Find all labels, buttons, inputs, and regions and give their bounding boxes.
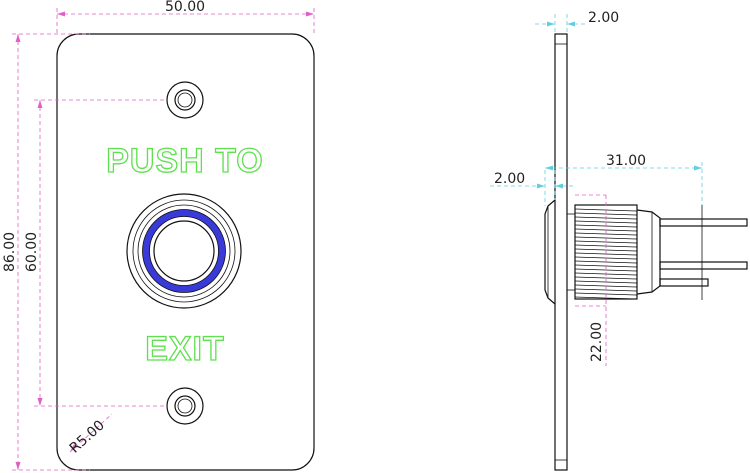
bezel-thickness-label: 2.00: [494, 171, 525, 187]
plate-thickness-label: 2.00: [588, 10, 619, 26]
hole-spacing-label: 60.00: [24, 232, 40, 272]
hole-spacing-dimension: 60.00: [24, 99, 167, 407]
top-mounting-hole: [166, 81, 204, 119]
thread-diameter-label: 22.00: [589, 322, 605, 362]
depth-dimension: 31.00: [545, 153, 703, 205]
button-bezel: [544, 199, 556, 305]
width-dimension: 50.00: [56, 0, 315, 34]
thread-diameter-dimension: 22.00: [575, 194, 607, 366]
radius-label: R5.00: [67, 417, 108, 456]
bottom-mounting-hole: [166, 387, 204, 425]
push-button: [126, 193, 242, 309]
side-plate: [554, 33, 568, 471]
legend-push-to: PUSH TO: [106, 142, 264, 180]
plate-thickness-dimension: 2.00: [535, 10, 619, 34]
height-label: 86.00: [2, 232, 18, 272]
front-view: PUSH TO EXIT 50.00 86.00 60.00: [2, 0, 315, 471]
width-label: 50.00: [165, 0, 205, 15]
bezel-thickness-dimension: 2.00: [490, 170, 575, 206]
front-plate: [56, 33, 315, 471]
height-dimension: 86.00: [2, 33, 90, 471]
radius-dimension: R5.00: [67, 413, 113, 457]
threaded-body: [567, 204, 638, 300]
legend-exit: EXIT: [145, 330, 225, 368]
rear-housing: [636, 209, 661, 295]
side-view: 2.00 2.00 31.00 22.00: [490, 10, 748, 471]
terminal-pins: [659, 205, 748, 300]
led-ring: [142, 209, 226, 293]
depth-label: 31.00: [606, 153, 646, 169]
